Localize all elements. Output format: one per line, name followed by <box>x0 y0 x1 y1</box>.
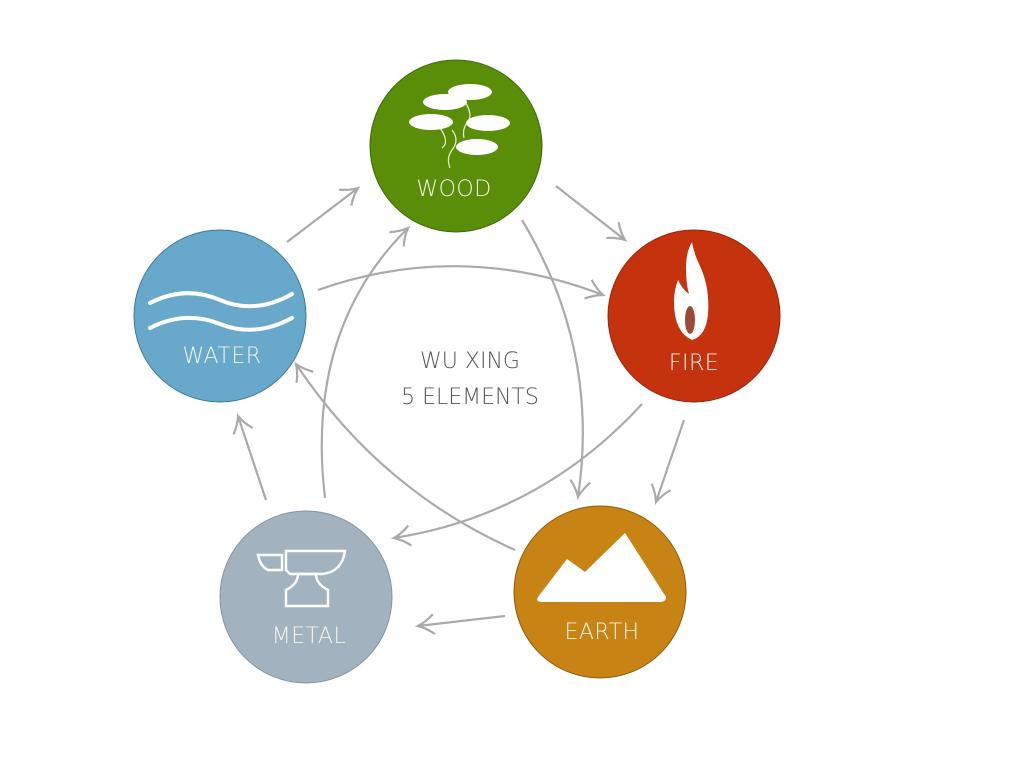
arrow-fire-to-metal <box>390 403 643 547</box>
element-water: WATER <box>133 229 307 403</box>
title-line-1: WU XING <box>420 349 520 374</box>
arrow-water-to-wood <box>286 186 361 243</box>
water-label: WATER <box>182 344 261 369</box>
tree-icon <box>409 84 510 169</box>
arrow-earth-to-water <box>294 361 516 552</box>
flame-icon <box>674 242 709 340</box>
element-wood: WOOD <box>369 59 543 233</box>
arrow-water-to-fire <box>317 265 606 300</box>
waves-icon <box>148 291 294 332</box>
arrow-wood-to-earth <box>521 219 591 501</box>
anvil-icon <box>256 549 347 608</box>
arrow-metal-to-water <box>232 413 268 501</box>
element-fire: FIRE <box>607 229 781 403</box>
arrow-wood-to-fire <box>555 185 628 242</box>
earth-label: EARTH <box>564 620 639 645</box>
metal-label: METAL <box>272 624 346 649</box>
element-metal: METAL <box>219 510 393 684</box>
arrow-earth-to-metal <box>414 613 506 636</box>
mountain-icon <box>537 533 666 602</box>
element-earth: EARTH <box>513 505 687 679</box>
arrow-metal-to-wood <box>320 225 411 499</box>
wood-label: WOOD <box>416 177 491 202</box>
arrow-fire-to-earth <box>650 419 686 505</box>
fire-label: FIRE <box>669 351 719 376</box>
title-line-2: 5 ELEMENTS <box>401 385 539 410</box>
